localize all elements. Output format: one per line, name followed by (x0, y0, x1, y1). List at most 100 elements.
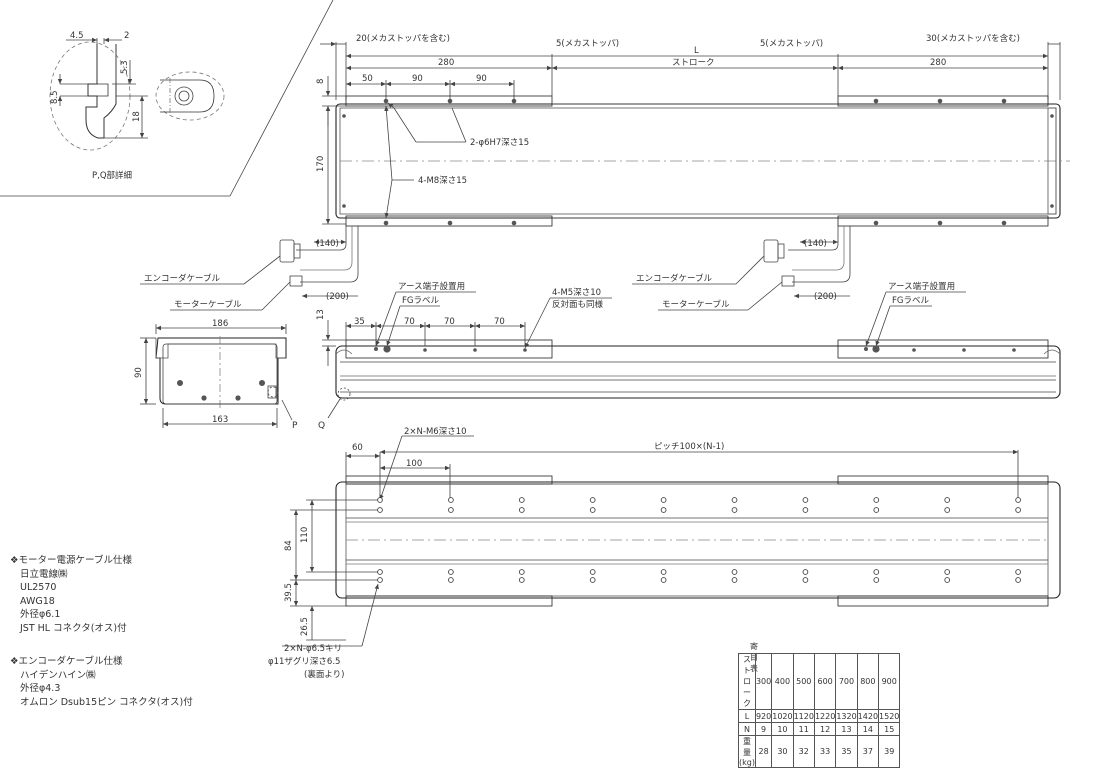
table-cell: 13 (835, 722, 858, 736)
motor-cable-spec-title: ❖モーター電源ケーブル仕様 (10, 555, 132, 566)
mounting-hole (589, 577, 596, 583)
table-cell: 1520 (878, 709, 901, 723)
mounting-hole (377, 507, 383, 513)
dim-70-b: 70 (444, 317, 455, 327)
fg-label-left: FGラベル (402, 296, 439, 306)
drawing: P,Q部詳細 4.5 2 5.3 8.5 18 20(メカストッパを含む) 5(… (0, 0, 1070, 680)
mounting-hole (802, 577, 809, 583)
mounting-hole (448, 577, 454, 583)
table-cell: 10 (771, 722, 794, 736)
end-view (140, 324, 293, 428)
encoder-cable-label-right: エンコーダケーブル (636, 273, 712, 284)
table-cell: 12 (813, 722, 837, 736)
table-row-label: N (738, 722, 756, 736)
table-cell: 11 (792, 722, 815, 736)
mounting-hole (873, 507, 880, 513)
mounting-hole (518, 577, 525, 583)
table-cell: 500 (792, 653, 815, 710)
cable-length-140-left: (140) (316, 239, 339, 249)
mounting-hole (377, 569, 383, 575)
motor-cable-spec: ❖モーター電源ケーブル仕様 日立電線㈱ UL2570 AWG18 外径φ6.1 … (10, 554, 132, 636)
dim-90-b: 90 (476, 74, 487, 84)
table-cell: 700 (835, 653, 858, 710)
bottom-view (282, 435, 1061, 647)
motor-cable-spec-line: 外径φ6.1 (20, 609, 61, 621)
encoder-cable-spec-line: オムロン Dsub15ピン コネクタ(オス)付 (20, 696, 193, 708)
drill-callout: 2×N-φ6.5キリ (284, 644, 342, 654)
mounting-hole (802, 569, 809, 575)
side-view (322, 291, 1061, 419)
cable-length-200-left: (200) (326, 292, 349, 302)
encoder-cable-spec-line: 外径φ4.3 (20, 683, 61, 695)
counterbore-callout: φ11ザグリ深さ6.5 (268, 656, 340, 667)
table-cell: 28 (754, 735, 773, 768)
mounting-hole (377, 497, 383, 503)
table-cell: 1220 (813, 709, 837, 723)
mounting-hole (1015, 569, 1021, 575)
motor-cable-spec-line: UL2570 (20, 582, 57, 594)
dim-186: 186 (212, 319, 228, 329)
dim-50: 50 (362, 74, 373, 84)
dim-90-a: 90 (412, 74, 423, 84)
mounting-hole (944, 507, 951, 513)
table-row-label: L (738, 709, 756, 723)
fg-label-right: FGラベル (892, 296, 929, 306)
dim-26-5: 26.5 (300, 617, 310, 636)
cable-length-140-right: (140) (804, 239, 827, 249)
dim-13: 13 (316, 309, 326, 320)
mounting-hole (660, 507, 667, 513)
pin-hole-callout: 2-φ6H7深さ15 (470, 138, 529, 148)
mounting-hole (660, 497, 667, 503)
mounting-hole (873, 497, 880, 503)
cable-length-200-right: (200) (814, 292, 837, 302)
from-back-note: (裏面より) (304, 669, 344, 680)
table-cell: 35 (835, 735, 858, 768)
dim-70-c: 70 (494, 317, 505, 327)
encoder-cable-spec-title: ❖エンコーダケーブル仕様 (10, 656, 123, 667)
table-cell: 300 (754, 653, 773, 710)
dim-left-280: 280 (438, 58, 454, 68)
encoder-cable-spec: ❖エンコーダケーブル仕様 ハイデンハイン㈱ 外径φ4.3 オムロン Dsub15… (10, 655, 193, 709)
dim-detail-18: 18 (132, 111, 142, 122)
mounting-hole (518, 507, 525, 513)
dim-35: 35 (354, 317, 365, 327)
mounting-hole (589, 569, 596, 575)
table-row-label: 重量(kg) (738, 735, 756, 768)
dim-left-mech-stopper: 5(メカストッパ) (556, 39, 619, 49)
dim-length-l: L (694, 46, 699, 56)
mounting-hole (731, 569, 738, 575)
m5-callout: 4-M5深さ10 (552, 288, 601, 298)
mounting-hole (518, 569, 525, 575)
mounting-hole (802, 507, 809, 513)
mounting-hole (873, 569, 880, 575)
motor-cable-label-right: モーターケーブル (662, 299, 730, 310)
table-cell: 15 (878, 722, 901, 736)
mounting-hole (731, 497, 738, 503)
mounting-hole (944, 569, 951, 575)
dim-8: 8 (316, 79, 326, 84)
table-cell: 39 (878, 735, 901, 768)
m5-note: 反対面も同様 (552, 299, 604, 310)
mounting-hole (660, 569, 667, 575)
top-view (140, 41, 1070, 311)
dim-detail-4-5: 4.5 (70, 31, 84, 41)
motor-cable-label-left: モーターケーブル (174, 299, 242, 310)
table-cell: 30 (771, 735, 794, 768)
dim-detail-5-3: 5.3 (120, 60, 130, 74)
labels: P,Q部詳細 4.5 2 5.3 8.5 18 20(メカストッパを含む) 5(… (50, 31, 1020, 680)
motor-cable-spec-line: AWG18 (20, 595, 55, 607)
mounting-hole (1015, 497, 1021, 503)
dim-left-stopper: 20(メカストッパを含む) (356, 33, 450, 44)
dim-70-a: 70 (404, 317, 415, 327)
earth-terminal-label-left: アース端子設置用 (398, 281, 465, 292)
dim-right-mech-stopper: 5(メカストッパ) (760, 39, 823, 49)
detail-pq (0, 0, 334, 197)
encoder-cable-spec-line: ハイデンハイン㈱ (20, 669, 96, 681)
dim-84: 84 (284, 540, 294, 551)
dim-detail-8-5: 8.5 (50, 90, 60, 104)
dim-110: 110 (300, 527, 310, 543)
table-cell: 9 (754, 722, 773, 736)
